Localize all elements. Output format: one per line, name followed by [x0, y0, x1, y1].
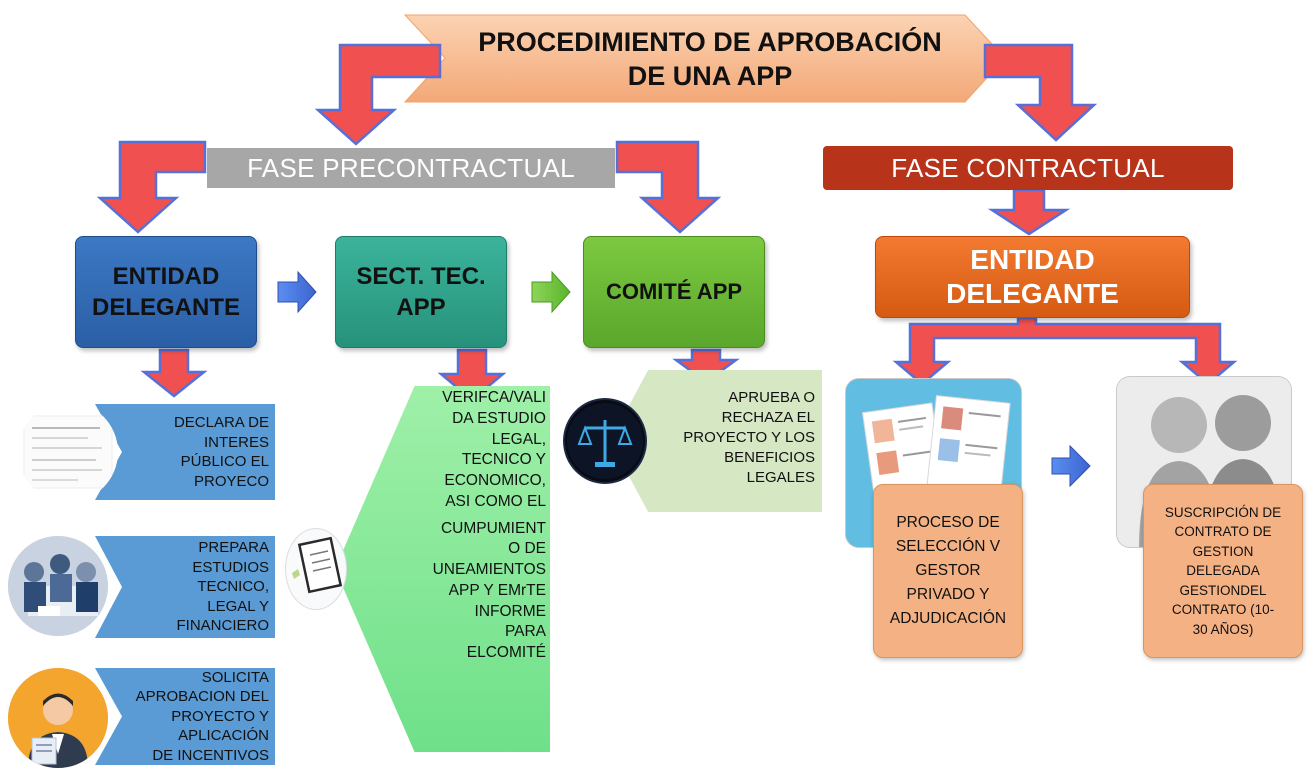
arrow-pre-to-entidad — [96, 140, 207, 234]
task-solicita-aprobacion: SOLICITA APROBACION DEL PROYECTO Y APLIC… — [95, 668, 275, 765]
task-line: LEGAL, — [491, 430, 546, 448]
task-suscripcion-contrato: SUSCRIPCIÓN DE CONTRATO DE GESTION DELEG… — [1143, 484, 1303, 658]
diagram-title: PROCEDIMIENTO DE APROBACIÓN DE UNA APP — [430, 20, 990, 100]
task-line: CONTRATO DE — [1174, 524, 1272, 540]
task-line: CONTRATO (10- — [1171, 602, 1275, 618]
task-line: TECNICO Y — [461, 451, 546, 469]
task-line: DA ESTUDIO — [452, 409, 546, 427]
task-line: ELCOMITÉ — [466, 644, 546, 662]
scales-icon — [565, 400, 645, 482]
phase-contractual: FASE CONTRACTUAL — [823, 146, 1233, 190]
stage-entidad-line2: DELEGANTE — [91, 294, 240, 321]
task-line: ASI COMO EL — [445, 492, 546, 510]
task-line: VERIFCA/VALI — [442, 389, 546, 406]
stage-sect-line2: APP — [396, 294, 446, 321]
task-line: DECLARA DE — [173, 414, 269, 431]
task-line: LEGALES — [746, 469, 815, 487]
task-line: DE INCENTIVOS — [152, 746, 269, 764]
arrow-entidad-branch — [892, 316, 1238, 386]
arrow-seleccion-to-contrato — [1051, 444, 1091, 488]
task-line: TECNICO, — [197, 578, 269, 596]
arrow-entidad-to-sect — [277, 270, 317, 314]
task-line: UNEAMIENTOS — [432, 561, 546, 579]
task-line: FINANCIERO — [176, 617, 269, 635]
document-icon — [18, 402, 118, 502]
task-line: APRUEBA O — [728, 389, 815, 406]
task-line: PROYECTO Y LOS — [683, 429, 815, 447]
task-line: GESTION — [1192, 543, 1254, 559]
task-line: INFORME — [474, 602, 546, 620]
task-proceso-seleccion: PROCESO DE SELECCIÓN V GESTOR PRIVADO Y … — [873, 484, 1023, 658]
task-line: APP Y EMrTE — [448, 581, 546, 599]
title-banner — [403, 14, 1006, 103]
stage-entidad2-line1: ENTIDAD — [970, 244, 1095, 276]
title-line2: DE UNA APP — [627, 61, 793, 91]
task-line: APLICACIÓN — [178, 727, 269, 745]
task-line: PRIVADO Y — [906, 586, 990, 603]
checklist-icon — [285, 528, 347, 610]
phase-precontractual: FASE PRECONTRACTUAL — [207, 148, 615, 188]
businessman-icon — [8, 668, 108, 768]
task-line: SUSCRIPCIÓN DE — [1164, 504, 1282, 520]
task-line: ADJUDICACIÓN — [889, 610, 1007, 628]
task-line: ECONOMICO, — [444, 472, 546, 490]
task-line: O DE — [508, 540, 546, 558]
task-line: BENEFICIOS — [724, 449, 815, 467]
task-aprueba: APRUEBA O RECHAZA EL PROYECTO Y LOS BENE… — [655, 388, 815, 500]
arrow-entidad-down — [140, 348, 208, 398]
arrow-title-to-precontractual — [314, 43, 442, 146]
meeting-photo-icon — [8, 536, 108, 636]
arrow-sect-to-comite — [531, 270, 571, 314]
task-line: CUMPUMIENT — [440, 519, 546, 537]
task-line: RECHAZA EL — [721, 409, 815, 427]
stage-entidad-line1: ENTIDAD — [112, 262, 220, 290]
stage-entidad2-line2: DELEGANTE — [946, 278, 1119, 309]
task-line: LEGAL Y — [207, 597, 269, 615]
arrow-contractual-to-entidad — [987, 188, 1071, 236]
task-line: SELECCIÓN V — [895, 537, 1001, 555]
task-line: PÚBLICO EL — [180, 453, 269, 470]
task-prepara-estudios: PREPARA ESTUDIOS TECNICO, LEGAL Y FINANC… — [95, 536, 275, 638]
stage-sect-line1: SECT. TEC. — [356, 262, 486, 290]
task-line: PROYECO — [193, 472, 269, 490]
stage-comite-app: COMITÉ APP — [583, 236, 765, 348]
task-aprueba-bg — [610, 370, 822, 512]
task-line: DELEGADA — [1186, 563, 1260, 579]
task-line: INTERES — [203, 433, 269, 451]
task-declara-interes: DECLARA DE INTERES PÚBLICO EL PROYECO — [95, 404, 275, 500]
task-line: PARA — [504, 623, 546, 641]
arrow-pre-to-comite — [615, 140, 722, 234]
task-line: GESTIONDEL — [1179, 582, 1267, 598]
task-line: SOLICITA — [201, 668, 269, 686]
stage-sect-tec-app: SECT. TEC. APP — [335, 236, 507, 348]
task-line: APROBACION DEL — [135, 688, 269, 706]
task-line: PROYECTO Y — [171, 707, 269, 725]
stage-entidad-delegante-contractual: ENTIDAD DELEGANTE — [875, 236, 1190, 318]
task-verifica-estudio: VERIFCA/VALI DA ESTUDIO LEGAL, TECNICO Y… — [400, 388, 546, 748]
stage-entidad-delegante: ENTIDAD DELEGANTE — [75, 236, 257, 348]
task-line: 30 AÑOS) — [1192, 621, 1254, 637]
task-line: PREPARA — [198, 539, 269, 557]
task-line: PROCESO DE — [896, 513, 1000, 531]
arrow-title-to-contractual — [983, 43, 1098, 142]
task-line: ESTUDIOS — [192, 558, 269, 576]
title-line1: PROCEDIMIENTO DE APROBACIÓN — [478, 27, 942, 58]
task-line: GESTOR — [915, 561, 981, 579]
